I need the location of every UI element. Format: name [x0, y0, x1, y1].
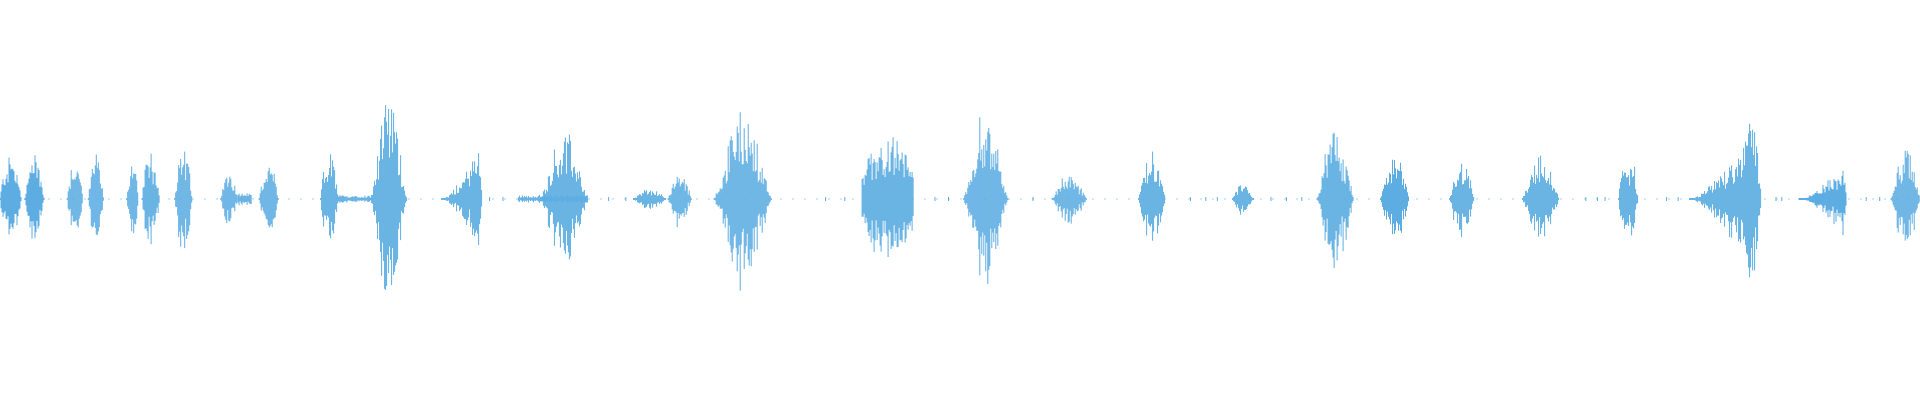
- waveform-bars: [0, 105, 1920, 291]
